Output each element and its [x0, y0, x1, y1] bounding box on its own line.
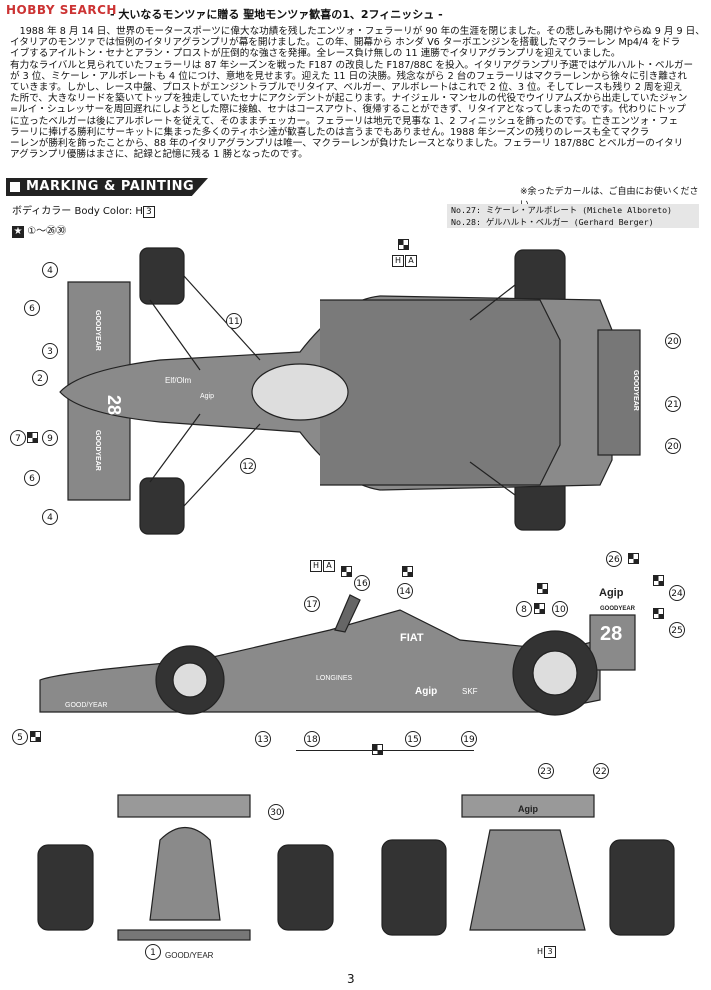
callout-20b: 20 [665, 438, 681, 454]
paint-chip-icon [27, 432, 38, 443]
callout-20a: 20 [665, 333, 681, 349]
paint-chip-icon [653, 608, 664, 619]
side-bracket-line [296, 750, 474, 751]
top-agip: Agip [200, 393, 214, 400]
callout-2: 2 [32, 370, 48, 386]
callout-8: 8 [516, 601, 532, 617]
callout-4b: 4 [42, 509, 58, 525]
paint-chip-icon [398, 239, 409, 250]
callout-6b: 6 [24, 470, 40, 486]
callout-19: 19 [461, 731, 477, 747]
callout-24: 24 [669, 585, 685, 601]
callout-26: 26 [606, 551, 622, 567]
side-skf: SKF [462, 687, 478, 696]
paint-code-h3-rear: H3 [536, 946, 556, 958]
cockpit [252, 364, 348, 420]
legend-line-1: No.27: ミケーレ・アルボレート (Michele Alboreto) [451, 204, 695, 216]
side-longines: LONGINES [316, 675, 353, 682]
wheel-front-bottom [140, 478, 184, 534]
callout-14: 14 [397, 583, 413, 599]
front-view-goodyear: GOOD/YEAR [165, 951, 214, 960]
top-goodyear-1: GOODYEAR [94, 310, 101, 351]
paint-chip-icon [534, 603, 545, 614]
side-nose-goodyear: GOOD/YEAR [65, 702, 107, 709]
body-color-code-h: H [135, 206, 143, 217]
top-number: 28 [104, 395, 124, 415]
callout-11: 11 [226, 313, 242, 329]
callout-5: 5 [12, 729, 28, 745]
side-number: 28 [600, 623, 622, 645]
paint-chip-icon [653, 575, 664, 586]
callout-30: 30 [268, 804, 284, 820]
top-elf: Elf/Olm [165, 376, 192, 385]
callout-18: 18 [304, 731, 320, 747]
callout-1: 1 [145, 944, 161, 960]
callout-13: 13 [255, 731, 271, 747]
callout-10: 10 [552, 601, 568, 617]
side-fiat: FIAT [400, 632, 424, 644]
callout-22: 22 [593, 763, 609, 779]
paint-chip-icon [30, 731, 41, 742]
callout-21: 21 [665, 396, 681, 412]
front-view-body [150, 828, 220, 921]
callout-6a: 6 [24, 300, 40, 316]
sidepods [320, 300, 560, 485]
paint-chip-icon [402, 566, 413, 577]
susp-4 [150, 414, 200, 482]
callout-3: 3 [42, 343, 58, 359]
paint-chip-icon [628, 553, 639, 564]
rear-view-right-wheel [610, 840, 674, 935]
side-agip-wing: Agip [599, 587, 624, 599]
callout-17: 17 [304, 596, 320, 612]
paint-code-ha: HA [391, 255, 417, 267]
paint-chip-icon [341, 566, 352, 577]
rear-view-agip: Agip [518, 804, 538, 814]
front-view-right-wheel [278, 845, 333, 930]
front-view-front-wing [118, 930, 250, 940]
callout-4a: 4 [42, 262, 58, 278]
paint-chip-icon [537, 583, 548, 594]
callout-7: 7 [10, 430, 26, 446]
side-view-car [40, 595, 635, 715]
side-goodyear-wing: GOODYEAR [600, 606, 636, 612]
callout-25: 25 [669, 622, 685, 638]
rear-view-body [470, 830, 585, 930]
side-agip: Agip [415, 686, 437, 697]
site-logo: HOBBY SEARCH [6, 3, 117, 17]
callout-16: 16 [354, 575, 370, 591]
top-view-car [60, 248, 640, 534]
story-text: 1988 年 8 月 14 日、世界のモータースポーツに偉大な功績を残したエンツ… [10, 26, 705, 160]
body-color-label-en: Body Color: [75, 206, 133, 217]
car-drawings: 28 GOODYEAR GOODYEAR GOODYEAR Elf/Olm Ag… [0, 230, 711, 975]
rear-view-car [382, 795, 674, 935]
section-title: MARKING & PAINTING [26, 179, 194, 194]
body-color-code-num: 3 [143, 206, 155, 218]
body-color-label: ボディカラー [12, 206, 71, 217]
section-square-icon [10, 182, 20, 192]
callout-15: 15 [405, 731, 421, 747]
paint-code-ha-side: HA [309, 560, 335, 572]
wheel-front-top [140, 248, 184, 304]
driver-legend: No.27: ミケーレ・アルボレート (Michele Alboreto) No… [447, 204, 699, 228]
legend-line-2: No.28: ゲルハルト・ベルガー (Gerhard Berger) [451, 216, 695, 228]
top-goodyear-2: GOODYEAR [94, 430, 101, 471]
callout-23: 23 [538, 763, 554, 779]
rear-wing-goodyear: GOODYEAR [632, 370, 639, 411]
front-view-left-wheel [38, 845, 93, 930]
page-title: - 大いなるモンツァに贈る 聖地モンツァ歓喜の1、2フィニッシュ - [110, 6, 443, 22]
callout-9: 9 [42, 430, 58, 446]
rear-view-left-wheel [382, 840, 446, 935]
front-view-car [38, 795, 333, 940]
susp-1 [184, 276, 260, 360]
body-color-row: ボディカラー Body Color: H3 [12, 202, 155, 217]
front-view-rear-wing [118, 795, 250, 817]
callout-12: 12 [240, 458, 256, 474]
page-number: 3 [347, 972, 355, 986]
